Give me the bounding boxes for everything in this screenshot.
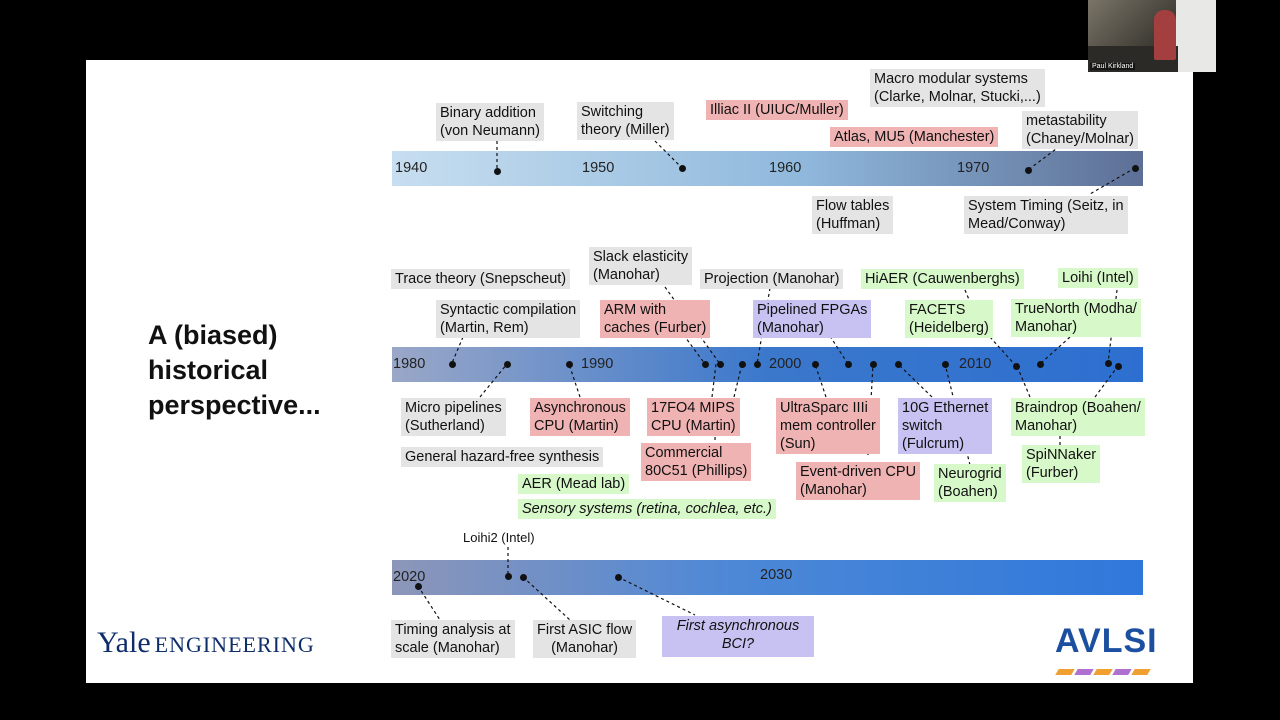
timeline-band-2020s [392,560,1143,595]
timeline-dot [941,360,949,368]
timeline-dot [504,572,512,580]
timeline-dot [869,360,877,368]
timeline-dot [811,360,819,368]
timeline-dot [1104,359,1112,367]
timeline-dot [493,167,501,175]
event-label: First ASIC flow(Manohar) [533,620,637,658]
event-label: Loihi (Intel) [1058,268,1138,288]
timeline-dot [1131,164,1139,172]
event-label: Illiac II (UIUC/Muller) [706,100,848,120]
timeline-dot [414,582,422,590]
event-label: Binary addition(von Neumann) [436,103,544,141]
event-label: Slack elasticity(Manohar) [589,247,693,285]
year-label: 2010 [959,356,992,372]
year-label: 1950 [582,160,615,176]
event-label: Atlas, MU5 (Manchester) [830,127,999,147]
event-label: Trace theory (Snepscheut) [391,269,571,289]
year-label: 1940 [395,160,428,176]
timeline-band-1940s [392,151,1143,186]
webcam-thumbnail[interactable]: Paul Kirkland [1088,0,1216,72]
event-label: metastability(Chaney/Molnar) [1022,111,1138,149]
event-label: TrueNorth (Modha/Manohar) [1011,299,1141,337]
year-label: 2000 [769,356,802,372]
timeline-dot [503,360,511,368]
timeline-dot [844,360,852,368]
year-label: 2020 [393,569,426,585]
event-label: Neurogrid(Boahen) [934,464,1006,502]
timeline-dot [565,360,573,368]
slide-title: A (biased) historical perspective... [148,320,321,420]
timeline-dot [678,164,686,172]
event-label: Pipelined FPGAs(Manohar) [753,300,872,338]
event-label: Syntactic compilation(Martin, Rem) [436,300,581,338]
year-label: 1970 [957,160,990,176]
timeline-dot [519,573,527,581]
event-label: Flow tables(Huffman) [812,196,894,234]
timeline-dot [716,360,724,368]
event-label: Projection (Manohar) [700,269,844,289]
event-label: Sensory systems (retina, cochlea, etc.) [518,499,776,519]
participant-name: Paul Kirkland [1090,63,1136,70]
timeline-dot [738,360,746,368]
event-label: HiAER (Cauwenberghs) [861,269,1024,289]
yale-engineering-logo: Yale ENGINEERING [97,626,315,659]
timeline-dot [1024,166,1032,174]
event-label: Braindrop (Boahen/Manohar) [1011,398,1145,436]
year-label: 1980 [393,356,426,372]
event-label: Event-driven CPU(Manohar) [796,462,921,500]
event-label: Loihi2 (Intel) [463,530,535,545]
event-label: General hazard-free synthesis [401,447,604,467]
event-label: Micro pipelines(Sutherland) [401,398,506,436]
avlsi-logo: AVLSI [1055,622,1170,675]
timeline-dot [701,360,709,368]
timeline-dot [1012,362,1020,370]
year-label: 1990 [581,356,614,372]
timeline-dot [448,360,456,368]
year-label: 1960 [769,160,802,176]
timeline-dot [1114,362,1122,370]
event-label: FACETS(Heidelberg) [905,300,993,338]
timeline-dot [614,573,622,581]
event-label: SpiNNaker(Furber) [1022,445,1101,483]
timeline-dot [1036,360,1044,368]
event-label: AER (Mead lab) [518,474,630,494]
event-label: Macro modular systems(Clarke, Molnar, St… [870,69,1045,107]
timeline-dot [753,360,761,368]
timeline-dot [894,360,902,368]
year-label: 2030 [760,567,793,583]
